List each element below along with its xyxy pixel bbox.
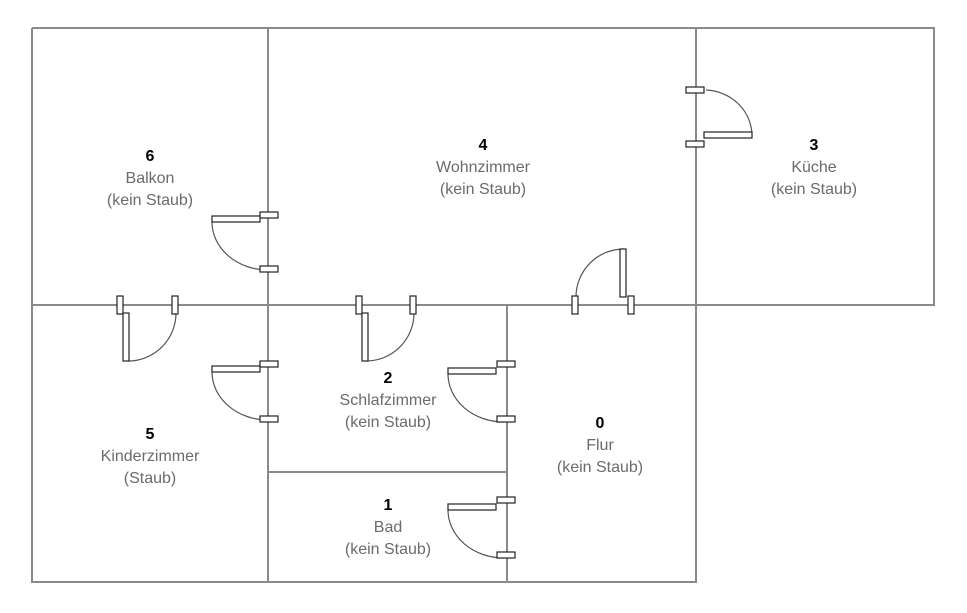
room-id: 5 — [145, 426, 155, 443]
room-2-label: 2 Schlafzimmer (kein Staub) — [288, 368, 488, 434]
door-balkon-kinderzimmer[interactable] — [116, 295, 179, 362]
room-4-label: 4 Wohnzimmer (kein Staub) — [383, 135, 583, 201]
room-status: (kein Staub) — [344, 541, 432, 558]
door-wohnzimmer-schlafzimmer[interactable] — [355, 295, 417, 362]
room-status: (kein Staub) — [344, 414, 432, 431]
room-status: (kein Staub) — [556, 459, 644, 476]
door-wohnzimmer-flur[interactable] — [571, 248, 635, 315]
door-wohnzimmer-kueche[interactable] — [685, 86, 753, 148]
room-status: (kein Staub) — [770, 181, 858, 198]
room-status: (kein Staub) — [439, 181, 527, 198]
room-5-label: 5 Kinderzimmer (Staub) — [50, 424, 250, 490]
room-id: 6 — [145, 148, 155, 165]
room-id: 1 — [383, 497, 393, 514]
room-0-label: 0 Flur (kein Staub) — [500, 413, 700, 479]
room-id: 3 — [809, 137, 819, 154]
door-balkon-wohnzimmer[interactable] — [211, 211, 279, 273]
room-name: Balkon — [125, 170, 175, 187]
room-id: 4 — [478, 137, 488, 154]
room-1-label: 1 Bad (kein Staub) — [288, 495, 488, 561]
walls — [31, 27, 935, 583]
room-status: (kein Staub) — [106, 192, 194, 209]
room-3-label: 3 Küche (kein Staub) — [714, 135, 914, 201]
room-name: Küche — [791, 159, 837, 176]
room-name: Flur — [586, 437, 614, 454]
room-6-label: 6 Balkon (kein Staub) — [50, 146, 250, 212]
door-bad-flur[interactable] — [447, 496, 516, 559]
room-name: Bad — [373, 519, 403, 536]
room-name: Kinderzimmer — [100, 448, 200, 465]
doors — [116, 86, 753, 559]
room-id: 2 — [383, 370, 393, 387]
door-schlafzimmer-flur[interactable] — [447, 360, 516, 423]
door-kinderzimmer-schlafzimmer[interactable] — [211, 360, 279, 423]
room-name: Wohnzimmer — [436, 159, 530, 176]
room-id: 0 — [595, 415, 605, 432]
room-status: (Staub) — [123, 470, 177, 487]
room-name: Schlafzimmer — [339, 392, 437, 409]
